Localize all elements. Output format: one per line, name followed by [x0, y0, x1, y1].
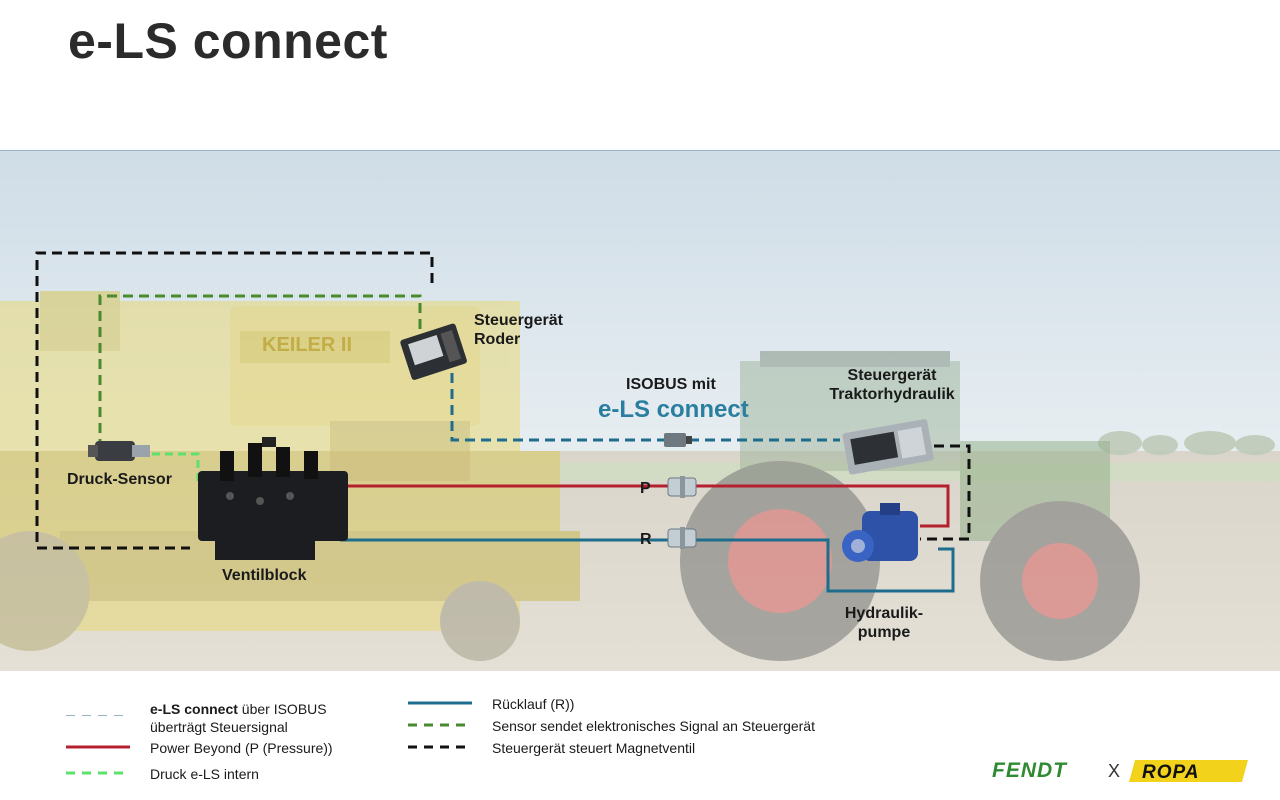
logo-separator: X [1108, 761, 1120, 781]
label-steuergeraet-traktor: Steuergerät Traktorhydraulik [829, 367, 955, 403]
label-port-r: R [640, 531, 652, 548]
label-druck-sensor: Druck-Sensor [67, 471, 172, 488]
ropa-logo-text: ROPA [1142, 762, 1199, 783]
label-hydraulikpumpe: Hydraulik- pumpe [844, 605, 924, 641]
label-port-p: P [640, 480, 651, 497]
hydraulikpumpe-icon [842, 503, 918, 562]
isobus-line [450, 373, 840, 442]
control-line-tractor [920, 444, 971, 541]
legend-return-text: Rücklauf (R)) [492, 696, 575, 712]
legend-swatch-pressure [66, 745, 130, 749]
legend-isobus-bold: e-LS connect [150, 701, 238, 717]
label-steuergeraet-roder: Steuergerät Roder [474, 312, 563, 348]
distant-trees [1098, 431, 1275, 455]
ropa-logo: ROPA [1129, 760, 1248, 783]
legend-internal-text: Druck e-LS intern [150, 766, 259, 782]
legend-isobus-text: über ISOBUS [237, 701, 327, 717]
keiler-watermark: KEILER II [262, 334, 352, 356]
legend-item-control: Steuergerät steuert Magnetventil [408, 739, 695, 757]
legend-item-isobus: e-LS connect über ISOBUS überträgt Steue… [66, 700, 327, 736]
label-els-connect: e-LS connect [598, 396, 749, 423]
internal-pressure-line [152, 452, 200, 481]
legend-isobus-text2: überträgt Steuersignal [150, 719, 288, 735]
legend-item-sensor: Sensor sendet elektronisches Signal an S… [408, 717, 815, 735]
legend-swatch-sensor [408, 723, 472, 727]
label-isobus: ISOBUS mit [626, 376, 716, 393]
legend: e-LS connect über ISOBUS überträgt Steue… [0, 690, 1280, 800]
diagram-scene: KEILER II [0, 150, 1280, 671]
r-coupler-icon [667, 527, 697, 549]
sensor-signal-line [98, 294, 422, 441]
fendt-logo-text: FENDT [992, 759, 1068, 782]
ventilblock-icon [198, 437, 348, 560]
page-title: e-LS connect [68, 13, 388, 69]
legend-control-text: Steuergerät steuert Magnetventil [492, 740, 696, 756]
druck-sensor-icon [88, 441, 150, 461]
p-coupler-icon [667, 476, 697, 498]
legend-swatch-control [408, 745, 472, 749]
legend-pressure-text: Power Beyond (P (Pressure)) [150, 740, 333, 756]
legend-item-pressure: Power Beyond (P (Pressure)) [66, 739, 333, 757]
return-line [340, 538, 955, 593]
isobus-connector-icon [664, 433, 692, 447]
legend-swatch-return [408, 701, 472, 705]
steuergeraet-traktor-icon [842, 419, 934, 475]
legend-swatch-internal [66, 771, 130, 775]
steuergeraet-roder-icon [400, 323, 467, 380]
pressure-line [348, 484, 950, 528]
legend-swatch-isobus [66, 715, 130, 716]
legend-sensor-text: Sensor sendet elektronisches Signal an S… [492, 718, 815, 734]
fendt-logo: FENDT [992, 759, 1068, 782]
label-ventilblock: Ventilblock [222, 567, 307, 584]
control-line-harvester [35, 251, 434, 550]
brand-logos: FENDT X ROPA [990, 756, 1250, 784]
legend-item-return: Rücklauf (R)) [408, 695, 574, 713]
legend-item-internal: Druck e-LS intern [66, 765, 259, 783]
